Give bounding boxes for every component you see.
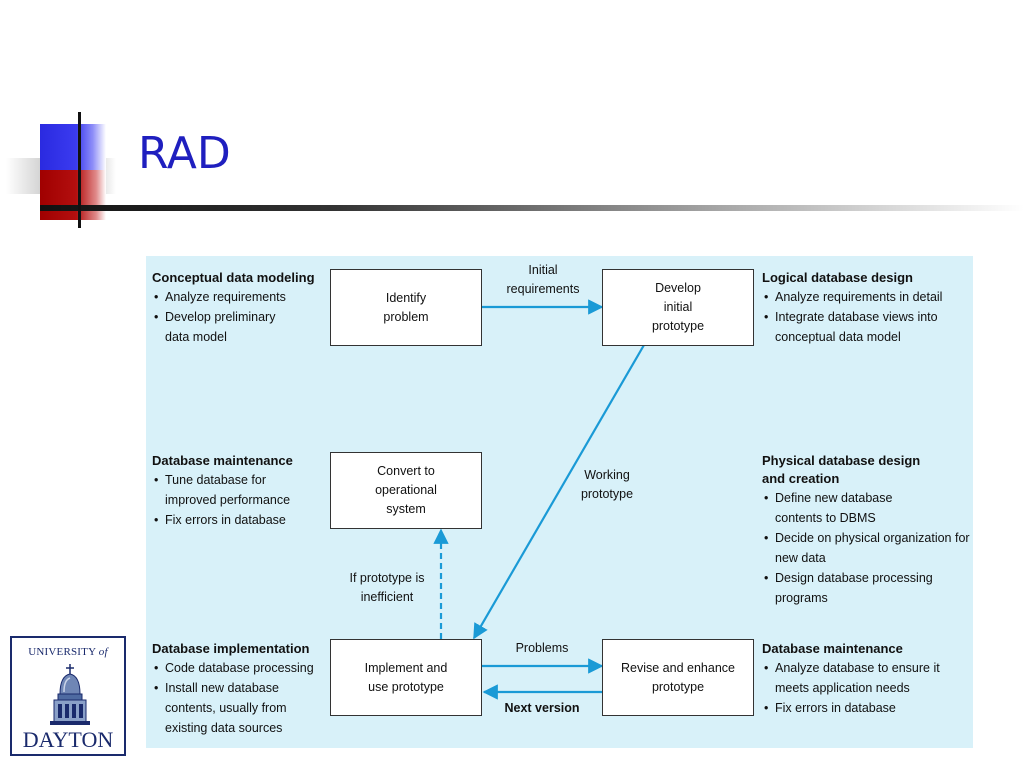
desc-maintenance-left-item: Tune database for improved performance: [152, 470, 305, 510]
diagram-connectors: [433, 299, 645, 700]
desc-implementation-item: Code database processing: [152, 658, 324, 678]
desc-physical-database-design: Physical database design and creation De…: [762, 452, 970, 608]
box-convert-system-label: Convert to operational system: [375, 464, 437, 516]
box-revise-prototype-label: Revise and enhance prototype: [621, 660, 735, 694]
desc-physical-item: Define new database contents to DBMS: [762, 488, 905, 528]
logo-top-text: UNIVERSITY of: [28, 646, 108, 658]
desc-physical-item: Decide on physical organization for new …: [762, 528, 975, 568]
desc-implementation-item: Install new database contents, usually f…: [152, 678, 315, 738]
rad-diagram: Identify problem Develop initial prototy…: [146, 256, 973, 748]
desc-implementation-heading: Database implementation: [152, 641, 310, 656]
label-initial-requirements: Initial requirements: [506, 263, 580, 296]
title-decoration-red-square: [40, 170, 106, 220]
box-implement-prototype-label: Implement and use prototype: [364, 660, 448, 694]
desc-conceptual-data-modeling: Conceptual data modeling Analyze require…: [152, 269, 324, 347]
desc-logical-database-design: Logical database design Analyze requirem…: [762, 269, 967, 347]
desc-maintenance-left-item: Fix errors in database: [152, 510, 324, 530]
desc-maintenance-left-heading: Database maintenance: [152, 453, 293, 468]
slide-title: RAD: [138, 128, 231, 179]
box-implement-prototype: Implement and use prototype: [330, 639, 482, 716]
desc-physical-heading: Physical database design and creation: [762, 453, 921, 486]
label-if-inefficient: If prototype is inefficient: [349, 571, 425, 604]
title-decoration-vertical-line: [78, 112, 81, 228]
desc-logical-item: Integrate database views into conceptual…: [762, 307, 955, 347]
desc-conceptual-item: Analyze requirements: [152, 287, 324, 307]
chapel-dome-icon: [50, 664, 90, 725]
desc-maintenance-right-heading: Database maintenance: [762, 641, 903, 656]
arrow-develop-to-implement: [473, 344, 645, 640]
label-problems: Problems: [515, 641, 569, 655]
box-identify-problem-label: Identify problem: [383, 290, 429, 324]
desc-physical-item: Design database processing programs: [762, 568, 955, 608]
box-develop-prototype-label: Develop initial prototype: [651, 281, 705, 333]
desc-conceptual-item: Develop preliminary data model: [152, 307, 295, 347]
desc-logical-heading: Logical database design: [762, 270, 913, 285]
desc-database-implementation: Database implementation Code database pr…: [152, 640, 324, 738]
box-develop-prototype: Develop initial prototype: [602, 269, 754, 346]
desc-maintenance-right-item: Fix errors in database: [762, 698, 967, 718]
desc-maintenance-right-item: Analyze database to ensure it meets appl…: [762, 658, 955, 698]
box-identify-problem: Identify problem: [330, 269, 482, 346]
logo-bottom-text: DAYTON: [22, 727, 114, 752]
label-working-prototype: Working prototype: [580, 468, 634, 501]
desc-logical-item: Analyze requirements in detail: [762, 287, 967, 307]
box-convert-system: Convert to operational system: [330, 452, 482, 529]
university-of-dayton-logo: UNIVERSITY of DAYTON: [10, 636, 126, 756]
label-next-version: Next version: [504, 701, 580, 715]
desc-database-maintenance-right: Database maintenance Analyze database to…: [762, 640, 967, 718]
box-revise-prototype: Revise and enhance prototype: [602, 639, 754, 716]
desc-database-maintenance-left: Database maintenance Tune database for i…: [152, 452, 324, 530]
desc-conceptual-heading: Conceptual data modeling: [152, 270, 315, 285]
title-underline: [40, 205, 1024, 211]
